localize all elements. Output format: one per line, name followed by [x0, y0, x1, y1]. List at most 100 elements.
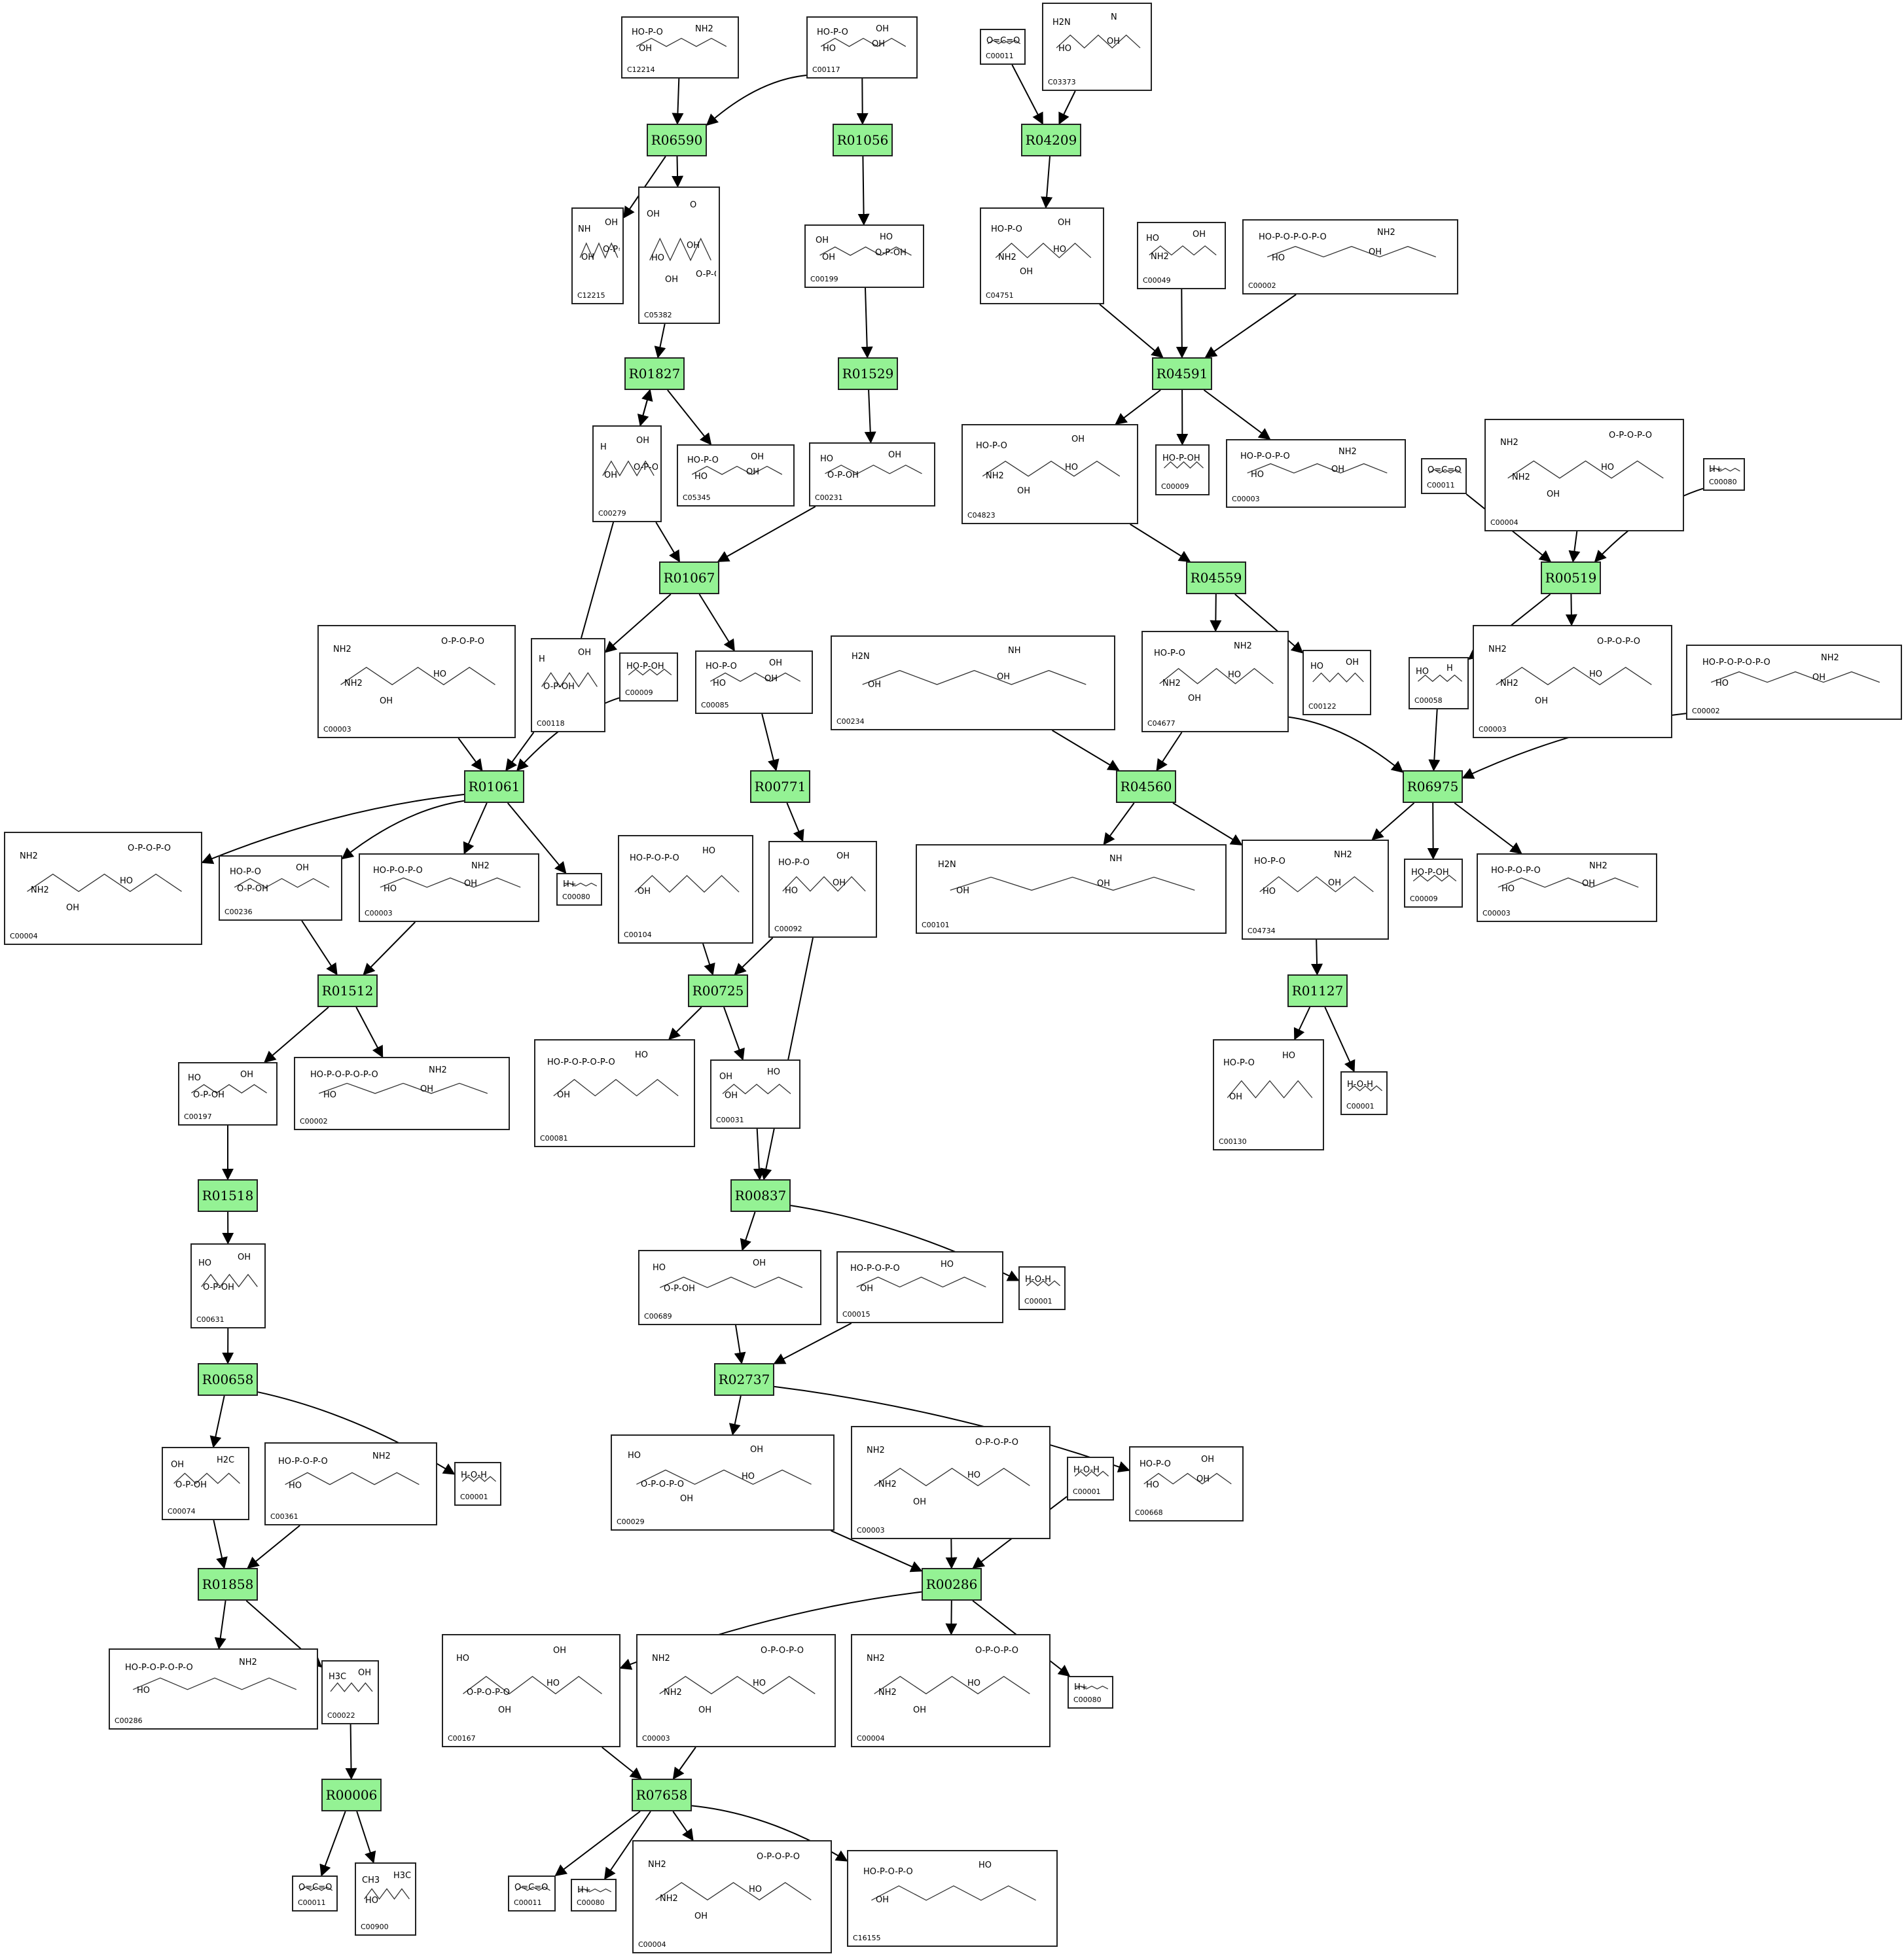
compound-c00080c[interactable]: H+C00080 — [1068, 1676, 1113, 1709]
reaction-r04559[interactable]: R04559 — [1186, 561, 1246, 594]
reaction-r01061[interactable]: R01061 — [464, 770, 524, 803]
reaction-r00286[interactable]: R00286 — [922, 1568, 982, 1601]
reaction-r07658[interactable]: R07658 — [632, 1779, 692, 1811]
reaction-r01529[interactable]: R01529 — [838, 357, 898, 390]
compound-c00080b[interactable]: H+C00080 — [556, 873, 602, 906]
structure-label: NH2 — [31, 885, 49, 895]
reaction-r01512[interactable]: R01512 — [317, 974, 378, 1007]
structure-label: OH — [997, 672, 1011, 682]
reaction-r01067[interactable]: R01067 — [659, 561, 719, 594]
structure-label: HO-P-O — [976, 441, 1007, 451]
reaction-r00519[interactable]: R00519 — [1541, 561, 1601, 594]
reaction-r00658[interactable]: R00658 — [198, 1363, 258, 1396]
reaction-r04560[interactable]: R04560 — [1116, 770, 1176, 803]
reaction-r01127[interactable]: R01127 — [1287, 974, 1348, 1007]
structure-label: OH — [751, 452, 764, 462]
reaction-r01827[interactable]: R01827 — [624, 357, 685, 390]
reaction-r02737[interactable]: R02737 — [714, 1363, 774, 1396]
reaction-r04591[interactable]: R04591 — [1152, 357, 1212, 390]
reaction-r04209[interactable]: R04209 — [1021, 124, 1081, 156]
reaction-r00006[interactable]: R00006 — [321, 1779, 382, 1811]
compound-c00080d[interactable]: H+C00080 — [571, 1879, 617, 1912]
reaction-r01518[interactable]: R01518 — [198, 1179, 258, 1212]
reaction-r06975[interactable]: R06975 — [1403, 770, 1463, 803]
reaction-r01056[interactable]: R01056 — [833, 124, 893, 156]
edge-r01529-to-c00231 — [864, 389, 876, 444]
structure-label: OH — [238, 1253, 251, 1262]
compound-c00080a[interactable]: H+C00080 — [1703, 458, 1745, 491]
compound-id: C00167 — [448, 1734, 476, 1743]
reaction-r00771[interactable]: R00771 — [750, 770, 810, 803]
reaction-r00725[interactable]: R00725 — [688, 974, 748, 1007]
reaction-r01858[interactable]: R01858 — [198, 1568, 258, 1601]
reaction-r06590[interactable]: R06590 — [647, 124, 707, 156]
reaction-r00837[interactable]: R00837 — [730, 1179, 791, 1212]
